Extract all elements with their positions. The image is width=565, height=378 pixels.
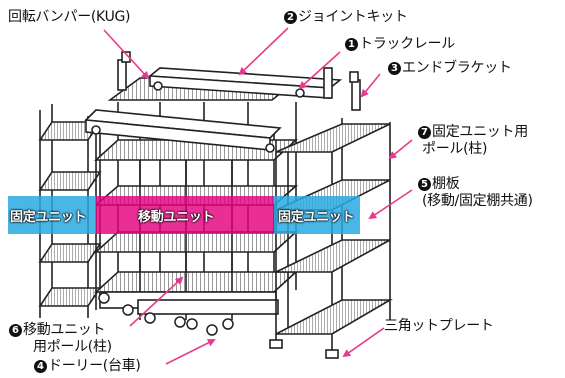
callout-shelf-line1: 棚板 <box>432 176 460 192</box>
callout-fixed-pole-line2: ポール(柱) <box>422 141 488 157</box>
fixed-band-left <box>8 196 96 234</box>
right-fixed-unit <box>269 118 393 359</box>
moving-band <box>96 196 274 234</box>
number-badge: 1 <box>345 38 358 51</box>
callout-joint-label: ジョイントキット <box>298 9 408 25</box>
number-badge: 5 <box>418 178 431 191</box>
number-badge: 4 <box>34 360 47 373</box>
callout-track-label: トラックレール <box>359 36 455 52</box>
band-label-fixed-right: 固定ユニット <box>278 210 355 225</box>
callout-end-bracket-label: エンドブラケット <box>402 60 512 76</box>
callout-bumper-label: 回転バンパー(KUG) <box>8 9 131 25</box>
band-label-fixed-left: 固定ユニット <box>10 210 87 225</box>
band-label-moving: 移動ユニット <box>138 210 215 225</box>
dolly-wheels <box>98 292 234 336</box>
callout-fixed-pole-line1: 固定ユニット用 <box>432 124 528 140</box>
leader-lines <box>103 27 413 365</box>
number-badge: 3 <box>388 62 401 75</box>
track-rails <box>84 51 361 153</box>
fixed-band-right <box>274 196 360 234</box>
callout-dolly-label: ドーリー(台車) <box>48 358 141 374</box>
number-badge: 6 <box>9 324 22 337</box>
callout-moving-pole-line1: 移動ユニット <box>23 322 106 338</box>
callout-triangle-plate: 三角ットプレート <box>384 318 494 335</box>
number-badge: 7 <box>418 126 431 139</box>
callout-bumper: 回転バンパー(KUG) <box>8 9 131 26</box>
callout-triangle-plate-label: 三角ットプレート <box>384 318 494 334</box>
callout-moving-pole-line2: 用ポール(柱) <box>33 339 112 355</box>
left-fixed-unit <box>38 104 102 318</box>
callout-shelf-line2: (移動/固定棚共通) <box>422 193 533 209</box>
number-badge: 2 <box>284 11 297 24</box>
